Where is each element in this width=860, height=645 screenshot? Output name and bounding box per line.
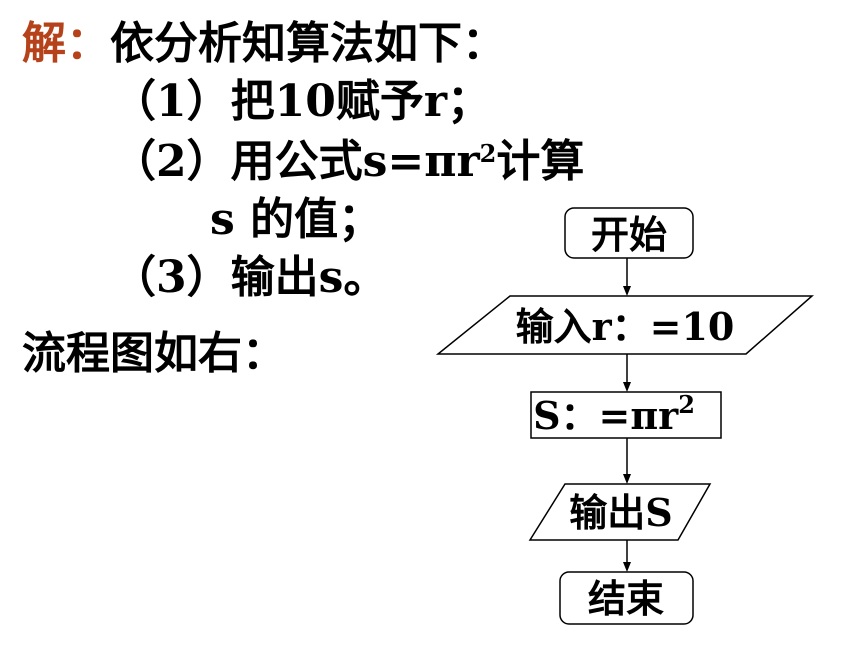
output-label: 输出S xyxy=(569,490,672,535)
arrowhead-1 xyxy=(623,286,631,296)
input-node xyxy=(435,295,814,355)
arrowhead-3 xyxy=(623,474,631,484)
step-3: （3）输出s。 xyxy=(112,252,388,303)
solution-intro: 依分析知算法如下： xyxy=(110,18,506,69)
end-node xyxy=(559,571,694,625)
process-label: S：=πr2 xyxy=(533,390,695,438)
step-2-continuation: s 的值； xyxy=(210,194,383,245)
flowchart-intro: 流程图如右： xyxy=(22,328,286,379)
arrowhead-2 xyxy=(623,382,631,392)
step-2: （2）用公式s=πr2计算 xyxy=(112,140,584,184)
step-1: （1）把10赋予r； xyxy=(112,76,492,127)
process-main: S：=πr xyxy=(533,393,679,438)
start-label: 开始 xyxy=(591,212,667,257)
input-label: 输入r：=10 xyxy=(516,304,735,349)
end-label: 结束 xyxy=(588,576,664,621)
solution-intro-line: 解：依分析知算法如下： xyxy=(22,22,506,66)
process-superscript: 2 xyxy=(678,390,695,419)
solution-label: 解： xyxy=(22,18,110,69)
arrowhead-4 xyxy=(623,562,631,572)
start-node xyxy=(564,207,694,259)
step-2-formula: （2）用公式s=πr xyxy=(112,136,480,187)
output-node xyxy=(528,483,712,541)
process-node xyxy=(530,391,722,439)
step-2-tail: 计算 xyxy=(496,136,585,187)
step-2-superscript: 2 xyxy=(479,139,497,168)
